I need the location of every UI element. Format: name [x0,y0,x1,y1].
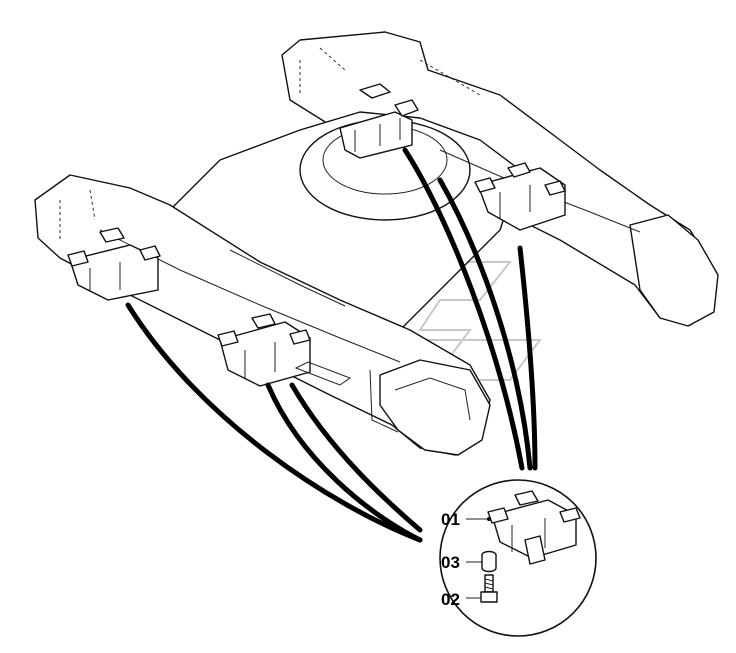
callout-label-01: 01 [441,510,460,529]
bracket-right [474,162,566,231]
callout-label-03: 03 [441,553,460,572]
bracket-top [339,83,419,159]
detail-bolt [480,574,498,603]
leader-lines [125,147,538,543]
callout-01: 01 [441,510,491,529]
detail-circle [439,479,597,637]
detail-spacer [481,550,497,573]
detail-bracket [487,490,581,565]
bracket-left [67,227,161,301]
callout-03: 03 [441,553,482,572]
callout-02: 02 [441,590,481,609]
callout-label-02: 02 [441,590,460,609]
bracket-center [217,313,352,387]
